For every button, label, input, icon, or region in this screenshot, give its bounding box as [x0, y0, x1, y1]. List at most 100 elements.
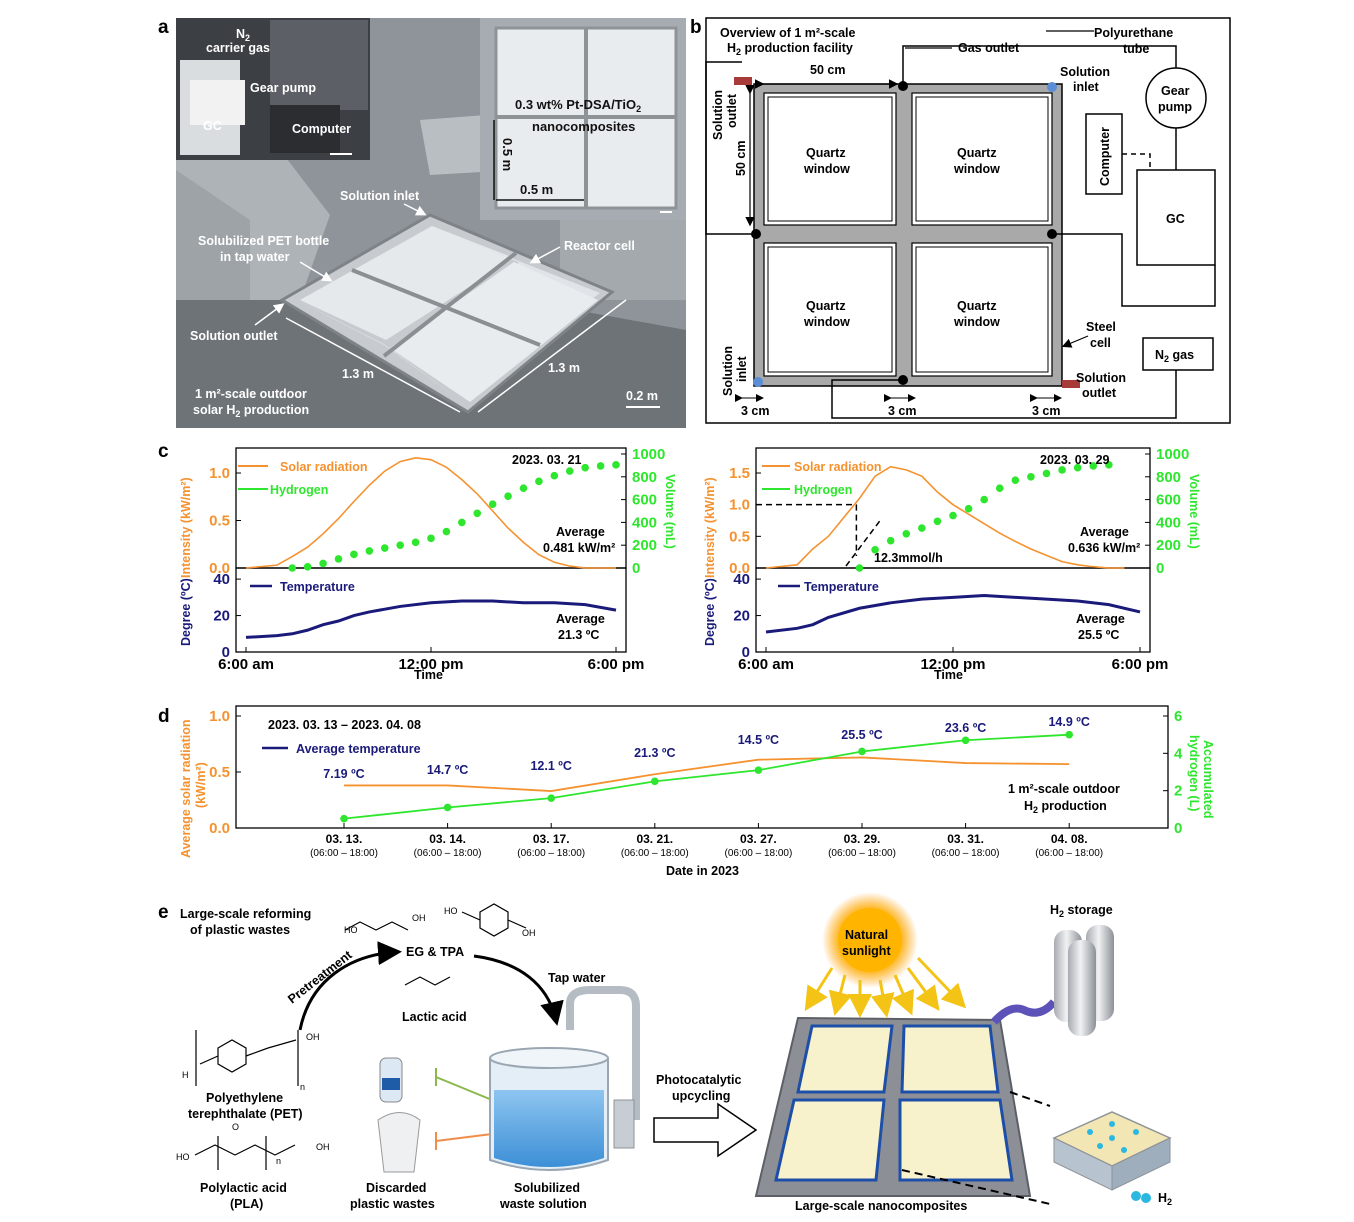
c-right-legend-solar: Solar radiation: [794, 460, 882, 474]
d-hydrogen-point-5: [858, 747, 866, 756]
d-ytick-right-label-1: 2: [1174, 783, 1182, 800]
n2-gas-box: [1142, 337, 1214, 371]
d-ylabel-1: Average solar radiation: [179, 720, 193, 858]
carrier-gas-label: carrier gas: [206, 41, 270, 55]
e-pretreatment: Pretreatment: [285, 947, 355, 1006]
c-left-avg-solar: 0.481 kW/m²: [543, 541, 615, 555]
polyurethane-2: tube: [1123, 42, 1149, 56]
c-left-avg-label: Average: [556, 525, 605, 539]
e-sun-1: Natural: [845, 928, 888, 942]
d-ytick-left-label-0: 0.0: [209, 820, 230, 837]
c-right-avg-label: Average: [1080, 525, 1129, 539]
chart-c-left-ytick-right-label-3: 600: [632, 492, 657, 509]
quartz-window-tr: [911, 92, 1053, 226]
e-eg-oh: OH: [412, 913, 426, 923]
quartz-bl-1: Quartz: [806, 299, 846, 313]
chart-c-left-ytick-right-label-4: 800: [632, 469, 657, 486]
gas-outlet-label: Gas outlet: [958, 41, 1020, 55]
e-sun-2: sunlight: [842, 944, 891, 958]
d-y2label-1: Accumulated: [1201, 740, 1215, 819]
sol-inlet-tr-2: inlet: [1073, 80, 1100, 94]
computer-box: [1085, 113, 1123, 195]
gear-pump-label: Gear pump: [250, 81, 316, 95]
c-left-legend-temp: Temperature: [280, 580, 355, 594]
panel-e-illustration: [194, 892, 1172, 1205]
chart-c-left-hydrogen-point-6: [380, 544, 389, 552]
chart-c-right-ytick-left-label-2: 1.0: [729, 497, 750, 514]
quartz-window-tl: [763, 92, 897, 226]
e-pet-1: Polyethylene: [206, 1091, 283, 1105]
d-hydrogen-point-1: [443, 803, 452, 812]
d-xtick-window-3: (06:00 – 18:00): [621, 848, 689, 859]
d-xtick-label-3: 03. 21.: [636, 832, 673, 846]
chart-c-left-temp-ytick-label-0: 0: [222, 644, 230, 661]
sol-inlet-bl-2: inlet: [735, 355, 749, 382]
c-left-ylabel: Intensity (kW/m²): [179, 477, 193, 578]
gc-label: GC: [203, 119, 222, 133]
d-temp-label-1: 14.7 ºC: [427, 763, 468, 777]
chart-c-left-xtick-label-1: 12:00 pm: [398, 656, 463, 673]
c-left-avg-temp: 21.3 ºC: [558, 628, 599, 642]
pla-structure: [194, 1144, 296, 1156]
quartz-tr-1: Quartz: [957, 146, 997, 160]
chart-c-left-ytick-left-label-2: 1.0: [209, 465, 230, 482]
d-annotation-1: 1 m²-scale outdoor: [1008, 782, 1120, 796]
d-temp-label-2: 12.1 ºC: [530, 759, 571, 773]
dim-05m-horizontal: 0.5 m: [520, 182, 553, 197]
chart-c-left-hydrogen-point-13: [488, 500, 497, 508]
chart-c-left-ytick-right-label-2: 400: [632, 514, 657, 531]
d-ytick-right-label-0: 0: [1174, 820, 1182, 837]
quartz-window-bl: [763, 242, 897, 377]
chart-c-right-hydrogen-point-14: [1073, 463, 1082, 472]
chart-c-right-hydrogen-point-2: [886, 536, 895, 545]
chart-c-right-xtick-label-2: 6:00 pm: [1112, 656, 1169, 673]
d-temp-label-0: 7.19 ºC: [323, 767, 364, 781]
b-title-2: H2 production facility: [727, 41, 853, 57]
chart-c-left-ytick-right-label-0: 0: [632, 560, 640, 577]
c-right-ylabel: Intensity (kW/m²): [703, 477, 717, 578]
chart-c-left-hydrogen-point-21: [612, 461, 620, 469]
chart-c-left-hydrogen-point-16: [535, 477, 543, 486]
chart-c-left-xtick-label-2: 6:00 pm: [588, 656, 645, 673]
quartz-bl-2: window: [803, 315, 850, 329]
d-xtick-label-0: 03. 13.: [326, 832, 363, 846]
h2-tank-icon-3: [1068, 940, 1096, 1036]
d-frame: [235, 705, 1169, 829]
chart-c-left-hydrogen-point-3: [334, 555, 343, 563]
quartz-br-1: Quartz: [957, 299, 997, 313]
quartz-window-br: [911, 242, 1053, 377]
chart-c-right-ytick-right-label-2: 400: [1156, 514, 1181, 531]
chart-c-left-temp-ytick-label-2: 40: [213, 571, 230, 588]
e-tap-water: Tap water: [548, 971, 606, 985]
chart-c-left-hydrogen-point-5: [365, 547, 374, 555]
dim-50cm-v: 50 cm: [734, 141, 748, 176]
e-pla-o: O: [232, 1122, 239, 1132]
chart-c-right-hydrogen-point-3: [902, 530, 911, 538]
chart-c-left-ytick-left-label-0: 0.0: [209, 560, 230, 577]
d-xtick-window-0: (06:00 – 18:00): [310, 848, 378, 859]
chart-c-left-series-temperature: [245, 599, 617, 639]
d-xtick-label-6: 03. 31.: [947, 832, 984, 846]
chart-c-left-ytick-left-label-1: 0.5: [209, 513, 230, 530]
sunlight-rays: [804, 956, 967, 1018]
chart-c-right-ytick-right-label-4: 800: [1156, 469, 1181, 486]
d-xlabel: Date in 2023: [666, 864, 739, 878]
gear-pump-circle: [1145, 67, 1207, 129]
chart-c-right-hydrogen-point-13: [1058, 466, 1066, 474]
computer-label-b: Computer: [1098, 127, 1112, 186]
b-title-1: Overview of 1 m²-scale: [720, 26, 856, 40]
d-hydrogen-point-0: [340, 814, 348, 823]
d-ytick-left-label-2: 1.0: [209, 708, 230, 725]
d-ytick-right-label-2: 4: [1174, 745, 1183, 762]
dim-13m-left: 1.3 m: [342, 367, 374, 381]
reactor-cell-label: Reactor cell: [564, 239, 635, 253]
sol-outlet-left-1: Solution: [711, 90, 725, 140]
catalyst-label-1: 0.3 wt% Pt-DSA/TiO2: [515, 97, 641, 114]
gear-pump-2: pump: [1158, 100, 1192, 114]
d-temp-label-6: 23.6 ºC: [945, 721, 986, 735]
gear-pump-1: Gear: [1161, 84, 1190, 98]
scale-bar-label: 0.2 m: [626, 389, 658, 403]
lactic-structure: [404, 976, 451, 986]
d-xtick-window-7: (06:00 – 18:00): [1035, 848, 1103, 859]
